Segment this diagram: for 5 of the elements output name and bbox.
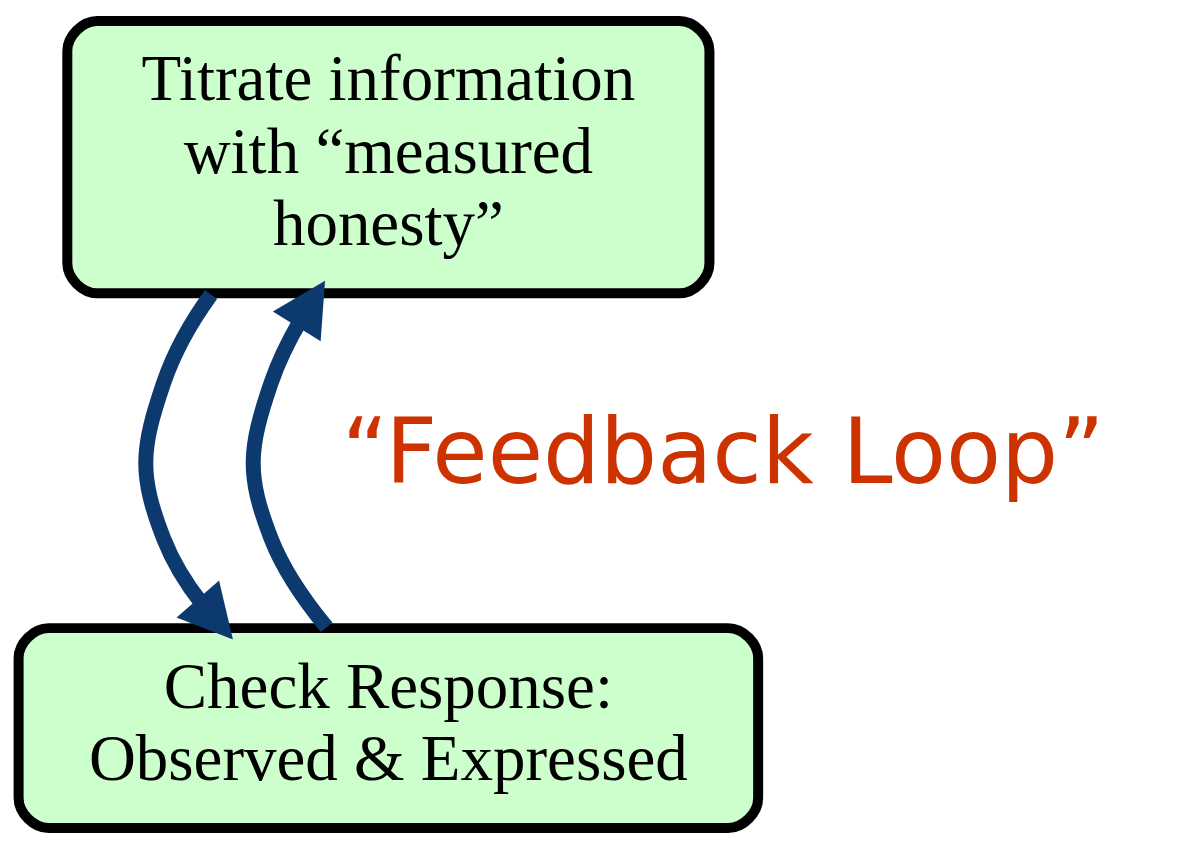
node-box: Titrate information with “measured honesty” [62, 15, 715, 298]
arrow [245, 280, 333, 632]
arrow [138, 289, 233, 640]
node-box: Check Response: Observed & Expressed [13, 622, 764, 833]
label: “Feedback Loop” [341, 399, 1105, 504]
